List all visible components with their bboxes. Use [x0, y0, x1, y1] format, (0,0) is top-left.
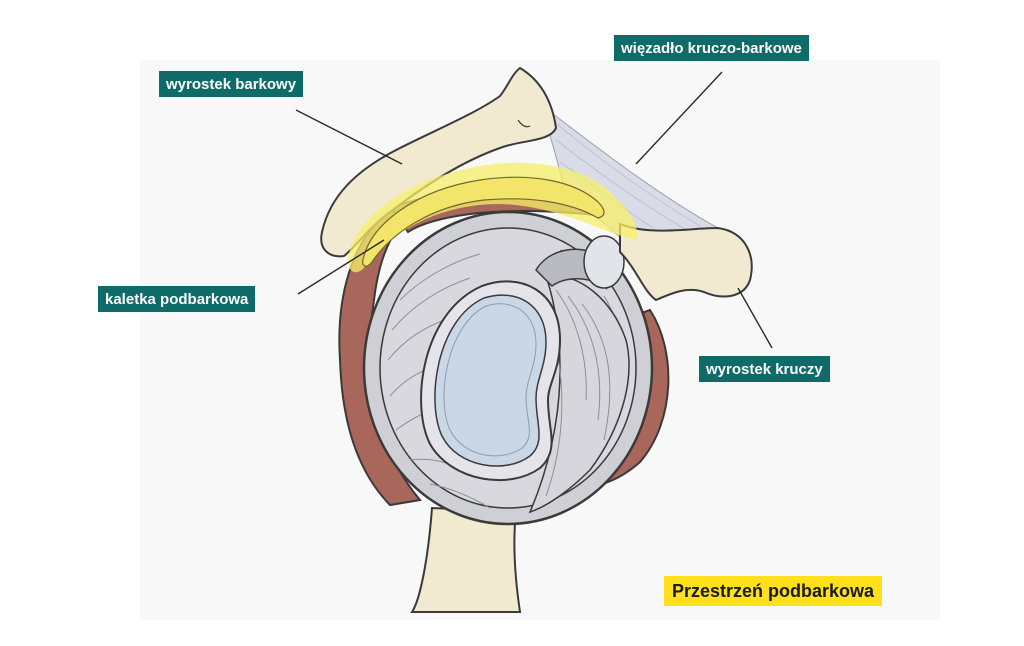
leader-ligament [635, 71, 723, 165]
leader-coracoid [737, 287, 773, 349]
label-acromion: wyrostek barkowy [159, 71, 304, 97]
acromion-notch [517, 119, 531, 128]
leader-acromion [295, 109, 403, 165]
humerus-shaft [410, 506, 522, 613]
posterior-rotator-muscle [338, 207, 424, 507]
glenoid-fossa [434, 294, 547, 467]
glenoid-inner-line [443, 303, 537, 457]
label-subacromial-bursa: kaletka podbarkowa [98, 286, 256, 312]
label-coracoacromial-ligament: więzadło kruczo-barkowe [614, 35, 809, 61]
legend-subacromial-space: Przestrzeń podbarkowa [664, 576, 883, 606]
label-coracoid-process: wyrostek kruczy [699, 356, 830, 382]
leader-bursa [297, 239, 385, 295]
subacromial-bursa [362, 176, 605, 267]
biceps-tendon-end [583, 235, 625, 289]
leader-lines [295, 71, 773, 349]
